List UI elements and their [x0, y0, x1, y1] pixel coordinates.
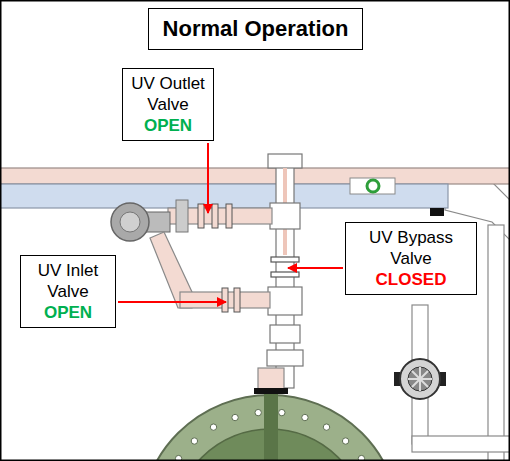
valve-state: OPEN	[27, 302, 109, 323]
bolt-hole	[323, 424, 329, 430]
bolt-hole	[191, 438, 197, 444]
bolt-hole	[279, 409, 285, 415]
inlet-valve	[234, 288, 240, 312]
pipe-fitting	[350, 178, 395, 194]
bypass-valve	[271, 272, 299, 277]
pipe-fitting	[267, 350, 303, 366]
leader-arrow	[118, 301, 226, 303]
valve-name: UV Inlet Valve	[27, 260, 109, 302]
title-box: Normal Operation	[148, 8, 363, 50]
pump-pipe	[412, 305, 428, 360]
valve-state: OPEN	[129, 115, 207, 136]
circulation-pump	[408, 367, 432, 391]
tee-fitting	[270, 203, 300, 229]
bypass-valve	[271, 257, 299, 262]
pipe-fitting	[270, 325, 300, 343]
callout-box: UV Outlet ValveOPEN	[122, 68, 214, 141]
valve-state: CLOSED	[352, 269, 470, 290]
pump-pipe	[412, 436, 510, 452]
leader-arrow	[288, 267, 343, 269]
outlet-valve	[212, 204, 218, 228]
filter-tank	[140, 395, 400, 461]
outlet-valve	[198, 204, 204, 228]
leader-arrow	[207, 143, 209, 213]
tank-inner-pipe	[264, 394, 278, 461]
bolt-hole	[232, 414, 238, 420]
tank-flange	[254, 388, 288, 394]
side-pipe	[488, 225, 504, 461]
inlet-valve	[222, 288, 228, 312]
pump-impeller	[408, 367, 432, 391]
pipe-clamp	[430, 208, 444, 216]
bolt-hole	[302, 414, 308, 420]
main-pipe	[0, 168, 510, 184]
tee-fitting	[268, 287, 302, 315]
bolt-hole	[210, 424, 216, 430]
sensor-ring	[367, 180, 379, 192]
callout-box: UV Inlet ValveOPEN	[20, 255, 116, 328]
outlet-valve	[226, 204, 232, 228]
bolt-hole	[342, 438, 348, 444]
uv-pump	[120, 212, 140, 232]
valve-name: UV Bypass Valve	[352, 227, 470, 269]
tee-fitting	[268, 154, 302, 168]
uv-pump	[111, 203, 149, 241]
circulation-pump	[400, 359, 440, 399]
pipe-fitting	[176, 200, 188, 232]
title-text: Normal Operation	[155, 15, 356, 43]
valve-name: UV Outlet Valve	[129, 73, 207, 115]
bolt-hole	[255, 409, 261, 415]
callout-box: UV Bypass ValveCLOSED	[345, 222, 477, 295]
